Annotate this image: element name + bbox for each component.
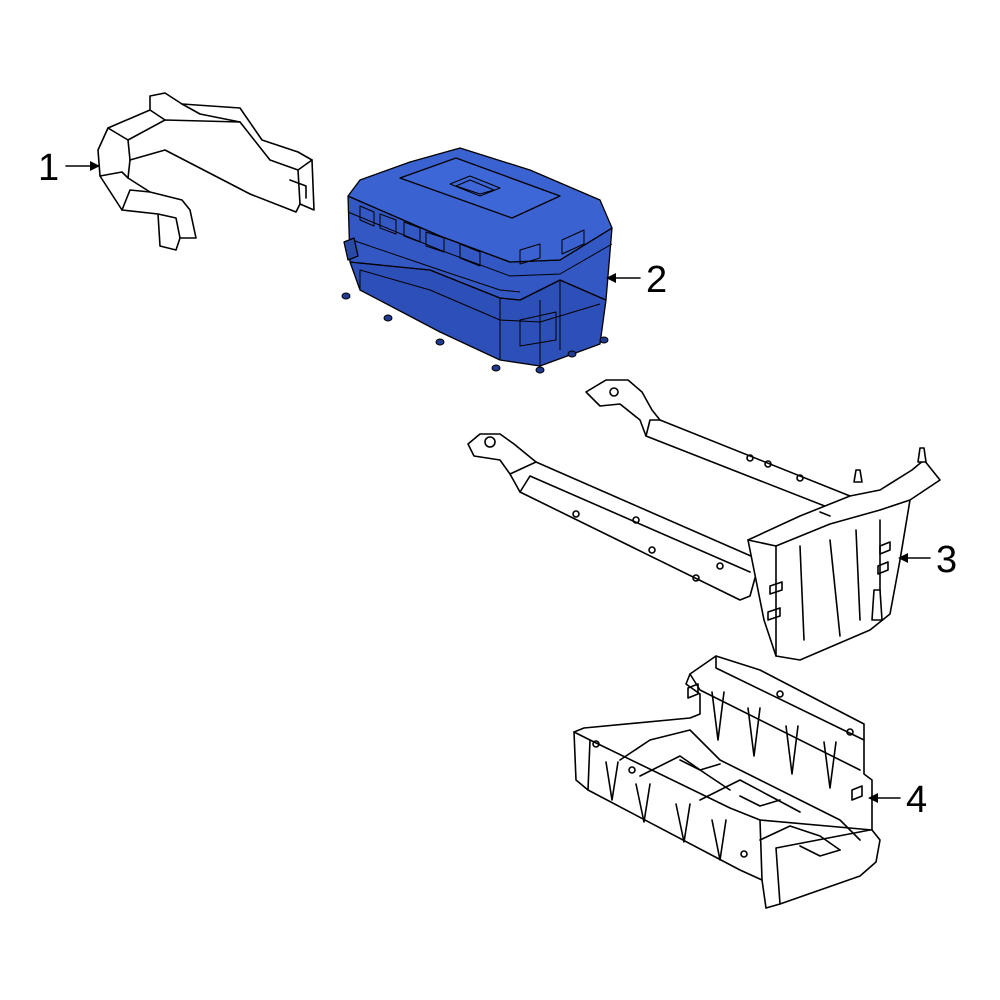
module-mounting-bolts: [341, 292, 609, 374]
callout-number-1: 2: [646, 259, 667, 301]
callout-2: 3: [898, 539, 957, 581]
callout-3: 1: [38, 147, 100, 189]
part-3-bracket[interactable]: [97, 92, 315, 251]
arrow-left-icon: [898, 553, 908, 563]
part-4-tray[interactable]: [573, 655, 881, 909]
callout-number-3: 1: [38, 147, 59, 189]
part-2-mounting-frame[interactable]: [467, 379, 941, 661]
arrow-right-icon: [90, 161, 100, 171]
arrow-left-icon: [606, 273, 616, 283]
part-1-control-module[interactable]: [341, 147, 613, 374]
callout-number-2: 3: [936, 539, 957, 581]
module-lid-panel: [399, 157, 561, 219]
module-connector: [343, 237, 359, 261]
callout-4: 4: [868, 779, 927, 821]
arrow-left-icon: [868, 793, 878, 803]
callout-number-4: 4: [906, 779, 927, 821]
callout-1: 2: [606, 259, 667, 301]
